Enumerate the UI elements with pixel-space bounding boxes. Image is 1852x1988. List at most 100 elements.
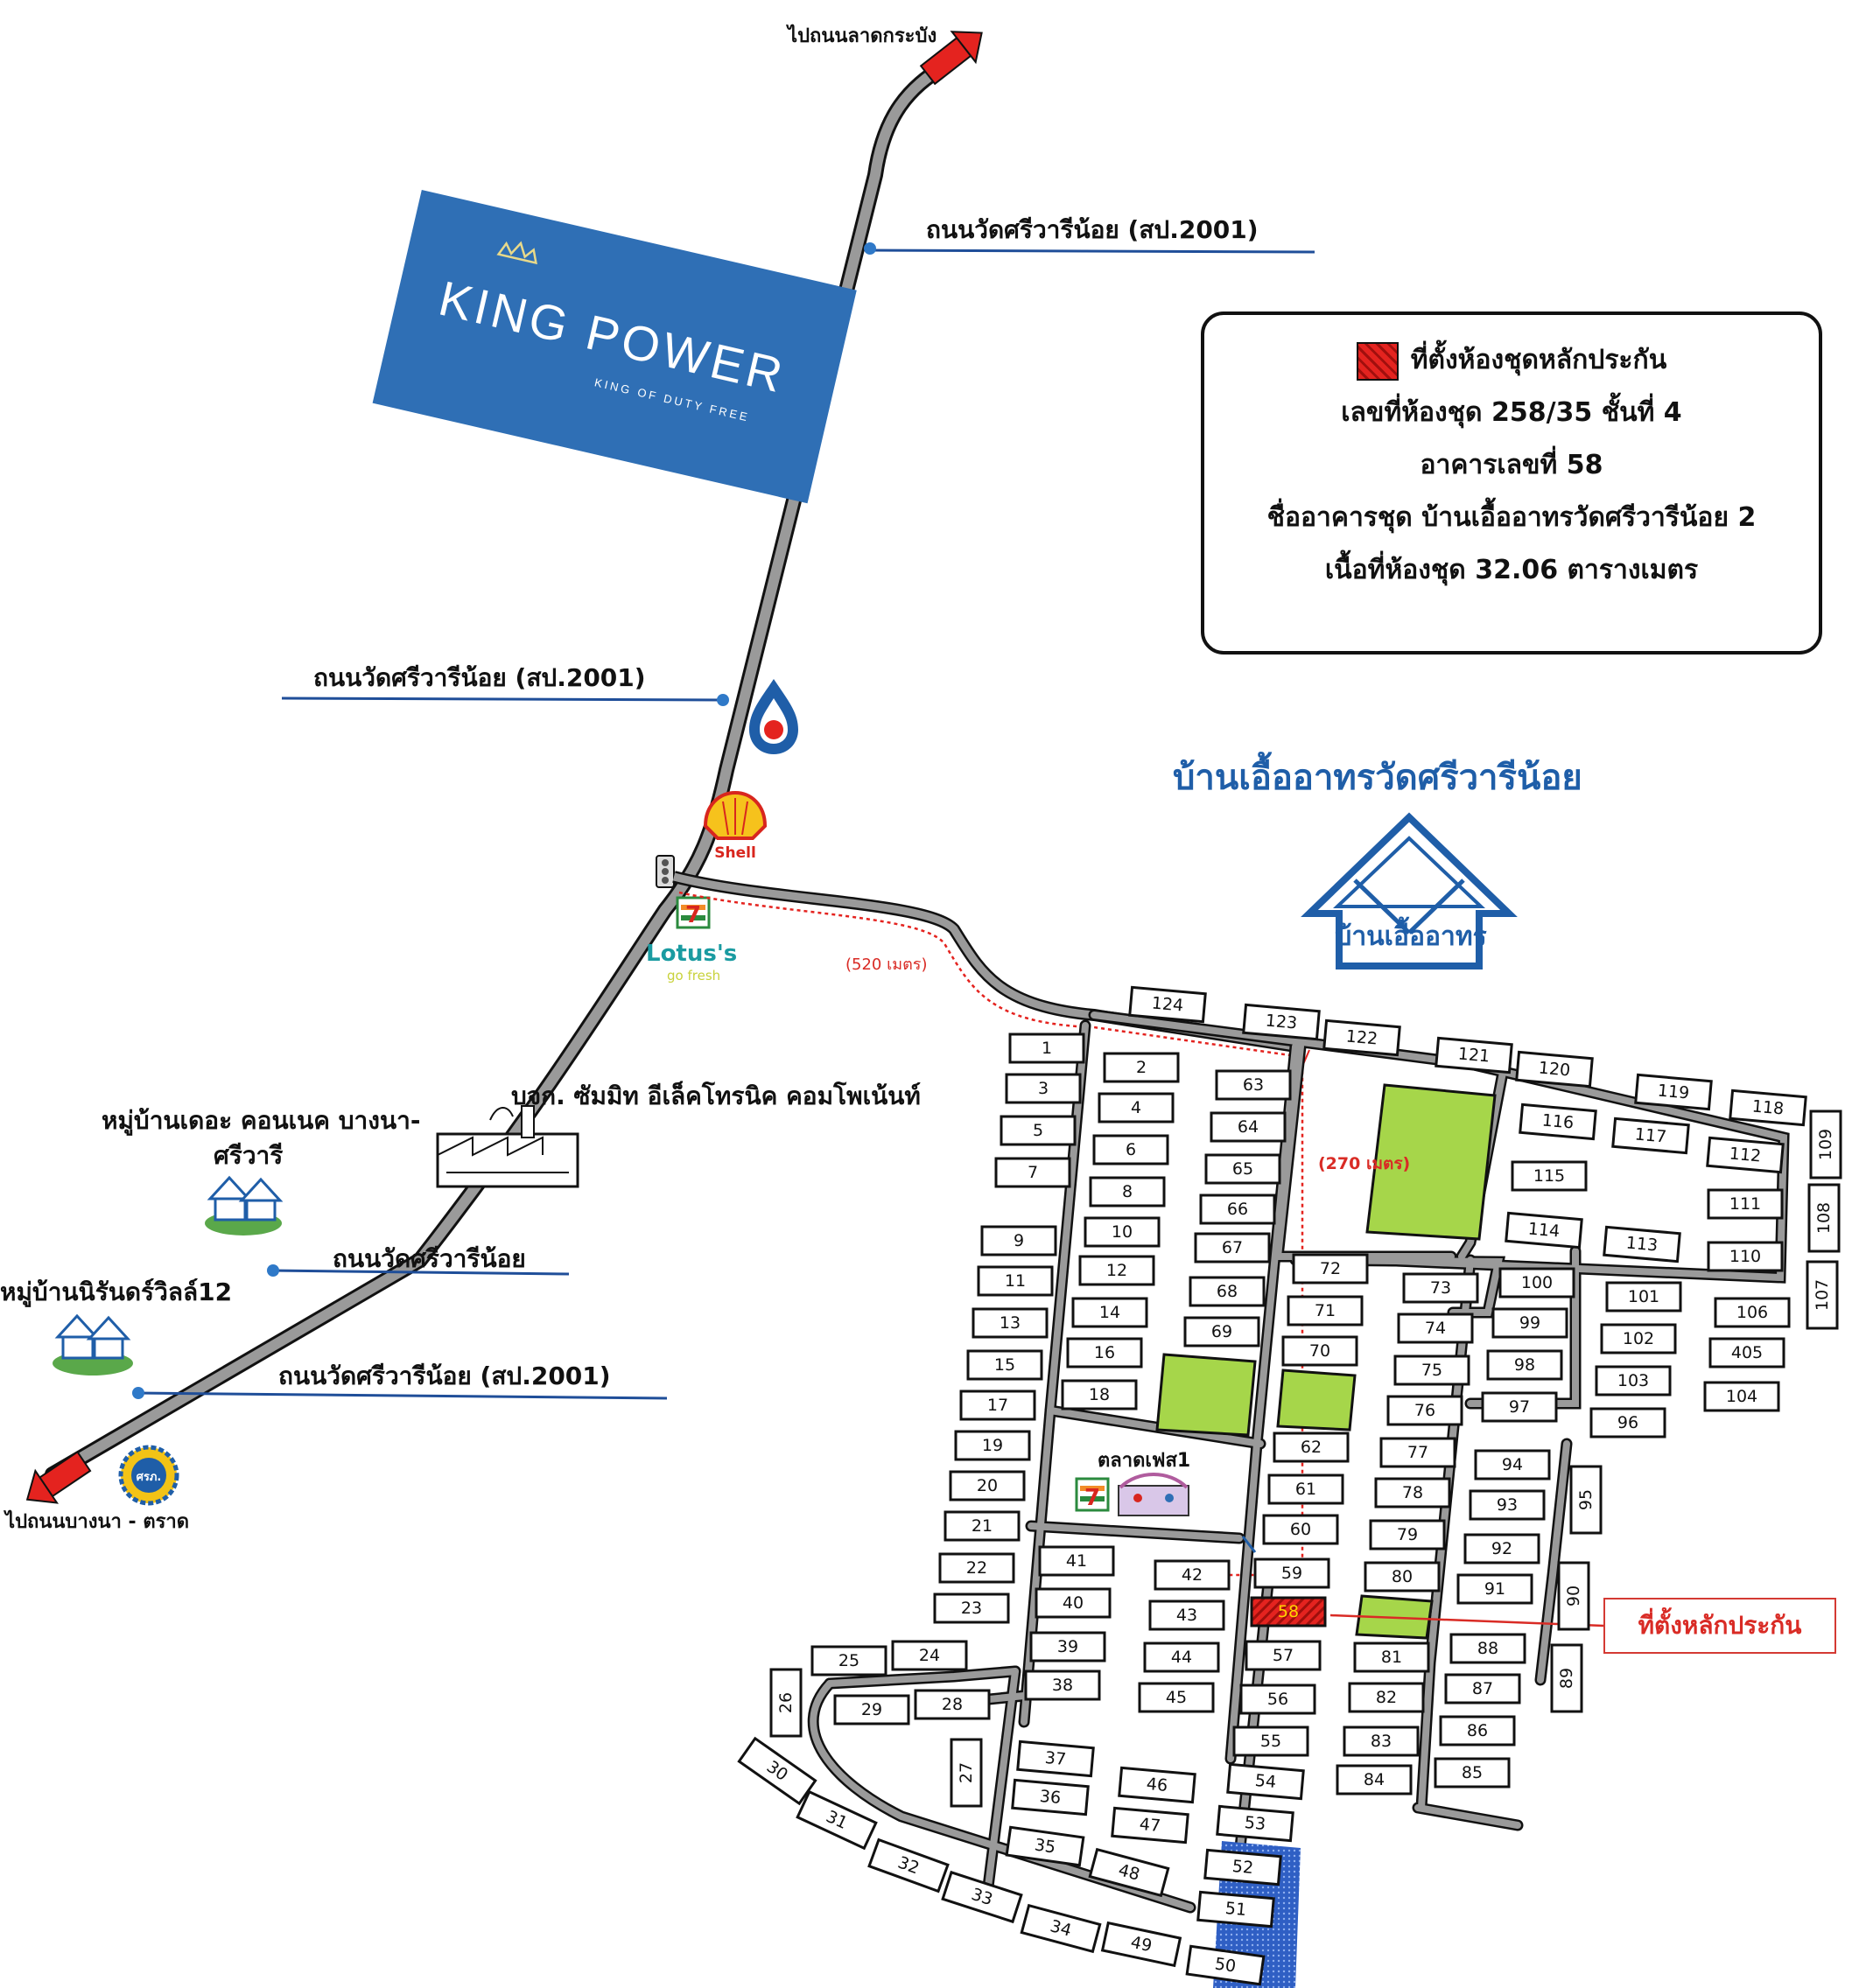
green-areas: [1155, 1083, 1497, 1640]
plot-95: 95: [1569, 1465, 1603, 1535]
plot-32: 32: [867, 1838, 950, 1894]
plot-number: 118: [1751, 1096, 1785, 1118]
plot-44: 44: [1143, 1642, 1220, 1673]
plot-36: 36: [1011, 1778, 1090, 1816]
village-1-house-icon: [205, 1175, 284, 1236]
plot-number: 84: [1364, 1770, 1385, 1789]
plot-78: 78: [1374, 1477, 1451, 1508]
south-direction-label: ไปถนนบางนา - ตราด: [4, 1509, 189, 1533]
plot-number: 6: [1126, 1140, 1136, 1159]
svg-text:Shell: Shell: [714, 844, 756, 862]
plot-41: 41: [1038, 1545, 1115, 1577]
road-label-text: ถนนวัดศรีวารีน้อย (สป.2001): [313, 663, 646, 692]
plot-number: 123: [1265, 1011, 1298, 1032]
plot-number: 73: [1430, 1278, 1451, 1298]
plot-number: 26: [776, 1692, 796, 1713]
plot-49: 49: [1100, 1921, 1182, 1968]
plot-number: 50: [1213, 1954, 1237, 1976]
plot-60: 60: [1262, 1514, 1339, 1545]
plot-91: 91: [1456, 1573, 1533, 1605]
plot-number: 124: [1151, 993, 1184, 1015]
village-1-label-line2: ศรีวารี: [214, 1141, 283, 1170]
plot-number: 66: [1227, 1200, 1248, 1219]
plot-number: 89: [1557, 1668, 1576, 1689]
plot-number: 3: [1038, 1079, 1049, 1098]
svg-text:7: 7: [685, 902, 701, 928]
plot-number: 35: [1033, 1835, 1056, 1857]
plot-28: 28: [914, 1689, 991, 1720]
plot-number: 29: [861, 1700, 882, 1719]
plot-405: 405: [1708, 1337, 1785, 1368]
plot-15: 15: [966, 1349, 1043, 1381]
plot-number: 19: [982, 1436, 1003, 1455]
plot-number: 9: [1014, 1231, 1024, 1250]
plot-number: 25: [838, 1651, 859, 1670]
plot-number: 13: [1000, 1313, 1021, 1333]
crown-icon: [496, 241, 537, 265]
plot-74: 74: [1397, 1312, 1474, 1344]
plot-9: 9: [980, 1225, 1057, 1256]
plot-number: 405: [1731, 1343, 1763, 1362]
plot-number: 60: [1290, 1520, 1311, 1539]
plot-103: 103: [1595, 1365, 1672, 1396]
plot-18: 18: [1061, 1379, 1138, 1410]
plot-71: 71: [1287, 1295, 1364, 1326]
plot-21: 21: [944, 1510, 1021, 1542]
plot-4: 4: [1098, 1092, 1175, 1124]
plot-52: 52: [1203, 1848, 1282, 1886]
plot-number: 18: [1089, 1385, 1110, 1404]
plot-104: 104: [1703, 1381, 1780, 1412]
plot-number: 100: [1521, 1273, 1553, 1292]
plot-number: 87: [1472, 1679, 1493, 1698]
plot-77: 77: [1379, 1437, 1456, 1468]
plot-92: 92: [1463, 1533, 1540, 1564]
plot-number: 119: [1657, 1081, 1690, 1102]
plot-number: 91: [1484, 1579, 1505, 1599]
plot-number: 21: [972, 1516, 993, 1536]
plot-11: 11: [977, 1265, 1054, 1297]
plot-67: 67: [1194, 1232, 1271, 1264]
plot-number: 96: [1617, 1413, 1638, 1432]
plot-86: 86: [1439, 1715, 1516, 1746]
plot-99: 99: [1491, 1307, 1568, 1339]
svg-text:ศรภ.: ศรภ.: [137, 1471, 162, 1484]
plot-number: 58: [1278, 1602, 1299, 1621]
plot-45: 45: [1138, 1682, 1215, 1713]
market-stall-icon: [1118, 1473, 1189, 1516]
plot-number: 120: [1538, 1058, 1571, 1080]
legend-line-5: เนื้อที่ห้องชุด 32.06 ตารางเมตร: [1324, 555, 1699, 585]
road-label-middle-left: ถนนวัดศรีวารีน้อย (สป.2001): [281, 663, 729, 706]
plot-number: 62: [1301, 1438, 1322, 1457]
plot-39: 39: [1029, 1631, 1106, 1662]
plot-number: 107: [1813, 1279, 1832, 1311]
plot-number: 12: [1106, 1261, 1127, 1280]
distance-270-label: (270 เมตร): [1318, 1154, 1410, 1173]
plot-59: 59: [1253, 1558, 1330, 1589]
plot-number: 77: [1407, 1443, 1428, 1462]
plot-96: 96: [1589, 1407, 1666, 1438]
plot-number: 68: [1217, 1282, 1238, 1301]
traffic-light-icon: [656, 855, 675, 888]
plot-62: 62: [1273, 1432, 1350, 1463]
plot-53: 53: [1216, 1804, 1294, 1843]
plot-8: 8: [1089, 1176, 1166, 1208]
plot-number: 79: [1397, 1525, 1418, 1544]
plot-68: 68: [1189, 1276, 1266, 1307]
plot-80: 80: [1364, 1561, 1441, 1592]
plot-43: 43: [1148, 1600, 1225, 1631]
plot-108: 108: [1807, 1183, 1841, 1253]
plot-117: 117: [1611, 1116, 1690, 1155]
plot-101: 101: [1605, 1281, 1682, 1312]
plot-66: 66: [1199, 1194, 1276, 1225]
plot-111: 111: [1707, 1188, 1784, 1220]
plot-number: 53: [1244, 1813, 1266, 1834]
plot-30: 30: [737, 1736, 817, 1806]
plot-number: 10: [1112, 1222, 1133, 1242]
road-label-lower-mid: ถนนวัดศรีวารีน้อย: [267, 1244, 570, 1277]
plot-number: 97: [1509, 1397, 1530, 1417]
plot-84: 84: [1336, 1764, 1413, 1796]
plot-50: 50: [1185, 1944, 1266, 1986]
market-label: ตลาดเฟส1: [1098, 1450, 1190, 1472]
plot-56: 56: [1239, 1684, 1316, 1715]
village-1-label: หมู่บ้านเดอะ คอนเนค บางนา-: [102, 1106, 420, 1136]
